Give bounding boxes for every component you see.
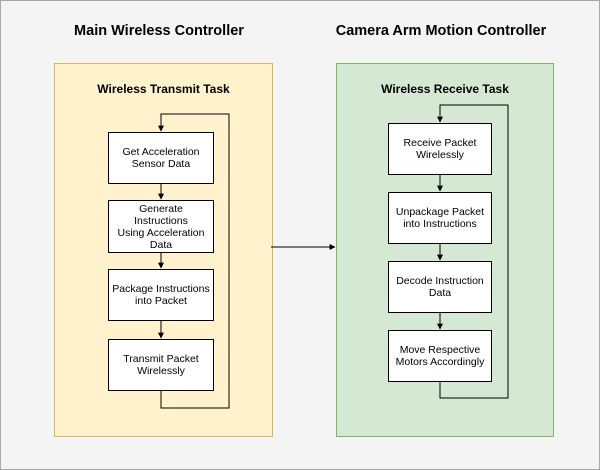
transmit-task-title: Wireless Transmit Task [97,82,230,96]
step-move-motors: Move Respective Motors Accordingly [388,330,492,382]
main-controller-title: Main Wireless Controller [74,23,244,39]
step-receive-packet: Receive Packet Wirelessly [388,123,492,175]
receive-task-title: Wireless Receive Task [381,82,509,96]
step-decode-instruction: Decode Instruction Data [388,261,492,313]
step-unpackage-packet: Unpackage Packet into Instructions [388,192,492,244]
step-transmit-packet: Transmit Packet Wirelessly [108,339,214,391]
step-package-instructions: Package Instructions into Packet [108,269,214,321]
step-get-sensor-data: Get Acceleration Sensor Data [108,132,214,184]
camera-controller-title: Camera Arm Motion Controller [335,23,547,39]
step-generate-instructions: Generate Instructions Using Acceleration… [108,200,214,253]
